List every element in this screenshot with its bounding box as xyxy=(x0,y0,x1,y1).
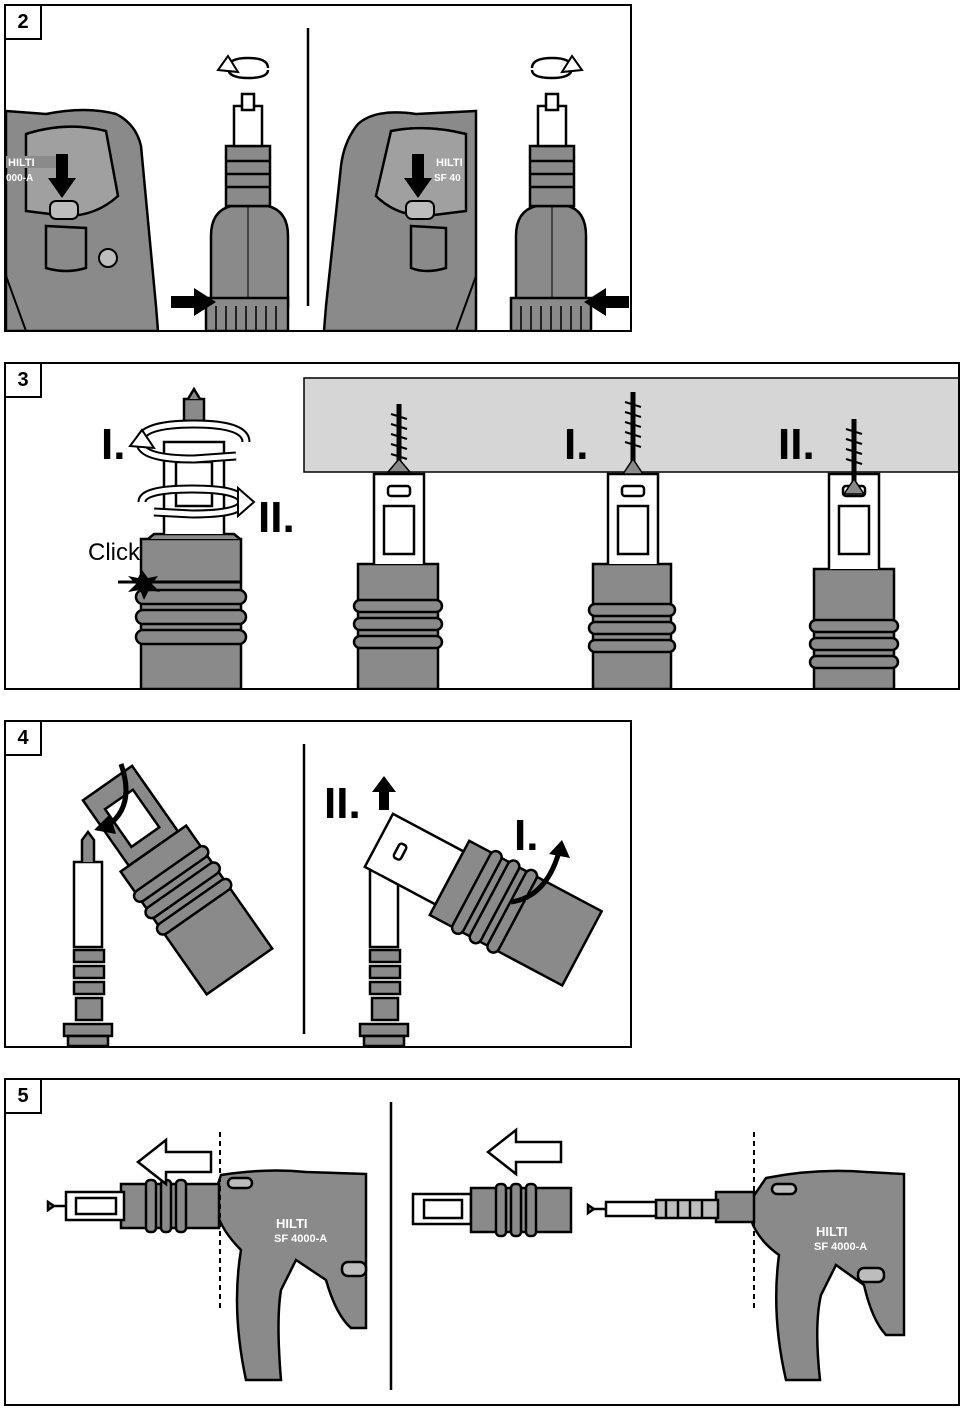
svg-text:HILTI: HILTI xyxy=(436,157,463,169)
svg-text:SF 4000-A: SF 4000-A xyxy=(814,1241,867,1253)
arrow-up-icon xyxy=(372,776,396,810)
speed-knob xyxy=(98,248,118,268)
nosepiece-tilted-right xyxy=(363,812,604,988)
nosepiece-tilted-left xyxy=(81,764,274,997)
bit-holder-right xyxy=(358,860,410,1046)
rotate-arrowhead-left xyxy=(216,54,240,74)
label-step-ii-right: II. xyxy=(778,420,815,469)
screwdriver-assembled-left xyxy=(46,1169,368,1382)
step-5-panel: 5 HILTI SF 4000-A xyxy=(4,1078,960,1406)
nosepiece-right xyxy=(509,92,593,330)
screw-a xyxy=(386,404,412,473)
release-button xyxy=(405,200,435,220)
label-step-ii: II. xyxy=(324,779,361,828)
svg-text:HILTI: HILTI xyxy=(276,1216,308,1231)
label-step-i: I. xyxy=(514,811,538,860)
arrow-down-icon xyxy=(404,154,432,198)
step-5-illustration: HILTI SF 4000-A HILTI SF 40 xyxy=(46,1102,906,1390)
svg-text:HILTI: HILTI xyxy=(8,157,35,169)
rotate-arrowhead-ii xyxy=(237,485,256,519)
nosepiece-c xyxy=(808,472,900,688)
step-3-panel: 3 I. II. Click xyxy=(4,362,960,690)
click-burst-icon xyxy=(128,570,160,600)
nosepiece-b xyxy=(587,472,677,688)
svg-text:SF 40: SF 40 xyxy=(434,173,461,184)
step-2-panel: 2 HILTI 000-A xyxy=(4,4,632,332)
label-step-ii: II. xyxy=(258,493,295,542)
nosepiece-a xyxy=(352,472,444,688)
step-number: 3 xyxy=(6,364,42,398)
bit-holder-left xyxy=(62,829,114,1046)
click-label: Click xyxy=(88,539,141,566)
svg-text:000-A: 000-A xyxy=(6,173,33,184)
step-number: 4 xyxy=(6,722,42,756)
depth-gauge-removed xyxy=(411,1182,573,1238)
screwdriver-body-right xyxy=(322,109,478,330)
svg-text:HILTI: HILTI xyxy=(816,1224,848,1239)
hilti-logo-right: HILTI SF 40 xyxy=(434,157,463,184)
arrow-down-icon xyxy=(48,154,76,198)
step-4-illustration: II. I. xyxy=(62,744,604,1046)
step-3-illustration: I. II. Click xyxy=(88,377,958,688)
rotate-arrowhead-i xyxy=(128,428,156,450)
hilti-logo-left: HILTI 000-A xyxy=(6,156,56,184)
arrow-right-icon xyxy=(171,288,216,316)
screw-b xyxy=(621,392,645,475)
screw-c xyxy=(842,419,866,495)
step-number: 2 xyxy=(6,6,42,40)
step-number: 5 xyxy=(6,1080,42,1114)
hilti-logo-left: HILTI SF 4000-A xyxy=(274,1216,327,1245)
arrow-left-icon xyxy=(485,1127,563,1177)
hilti-logo-right: HILTI SF 4000-A xyxy=(814,1224,867,1253)
release-button xyxy=(49,200,79,220)
screwdriver-body-left xyxy=(6,108,160,330)
rotate-arrowhead-right xyxy=(560,54,584,74)
curved-arrow-icon xyxy=(510,851,562,905)
step-2-illustration: HILTI 000-A xyxy=(6,28,629,330)
arrow-left-icon xyxy=(135,1137,213,1187)
screwdriver-body-right xyxy=(586,1169,906,1382)
arrow-left-icon xyxy=(584,288,629,316)
label-step-i-right: I. xyxy=(564,420,588,469)
nosepiece-left xyxy=(204,92,290,330)
label-step-i: I. xyxy=(101,420,125,469)
svg-text:SF 4000-A: SF 4000-A xyxy=(274,1233,327,1245)
step-4-panel: 4 xyxy=(4,720,632,1048)
